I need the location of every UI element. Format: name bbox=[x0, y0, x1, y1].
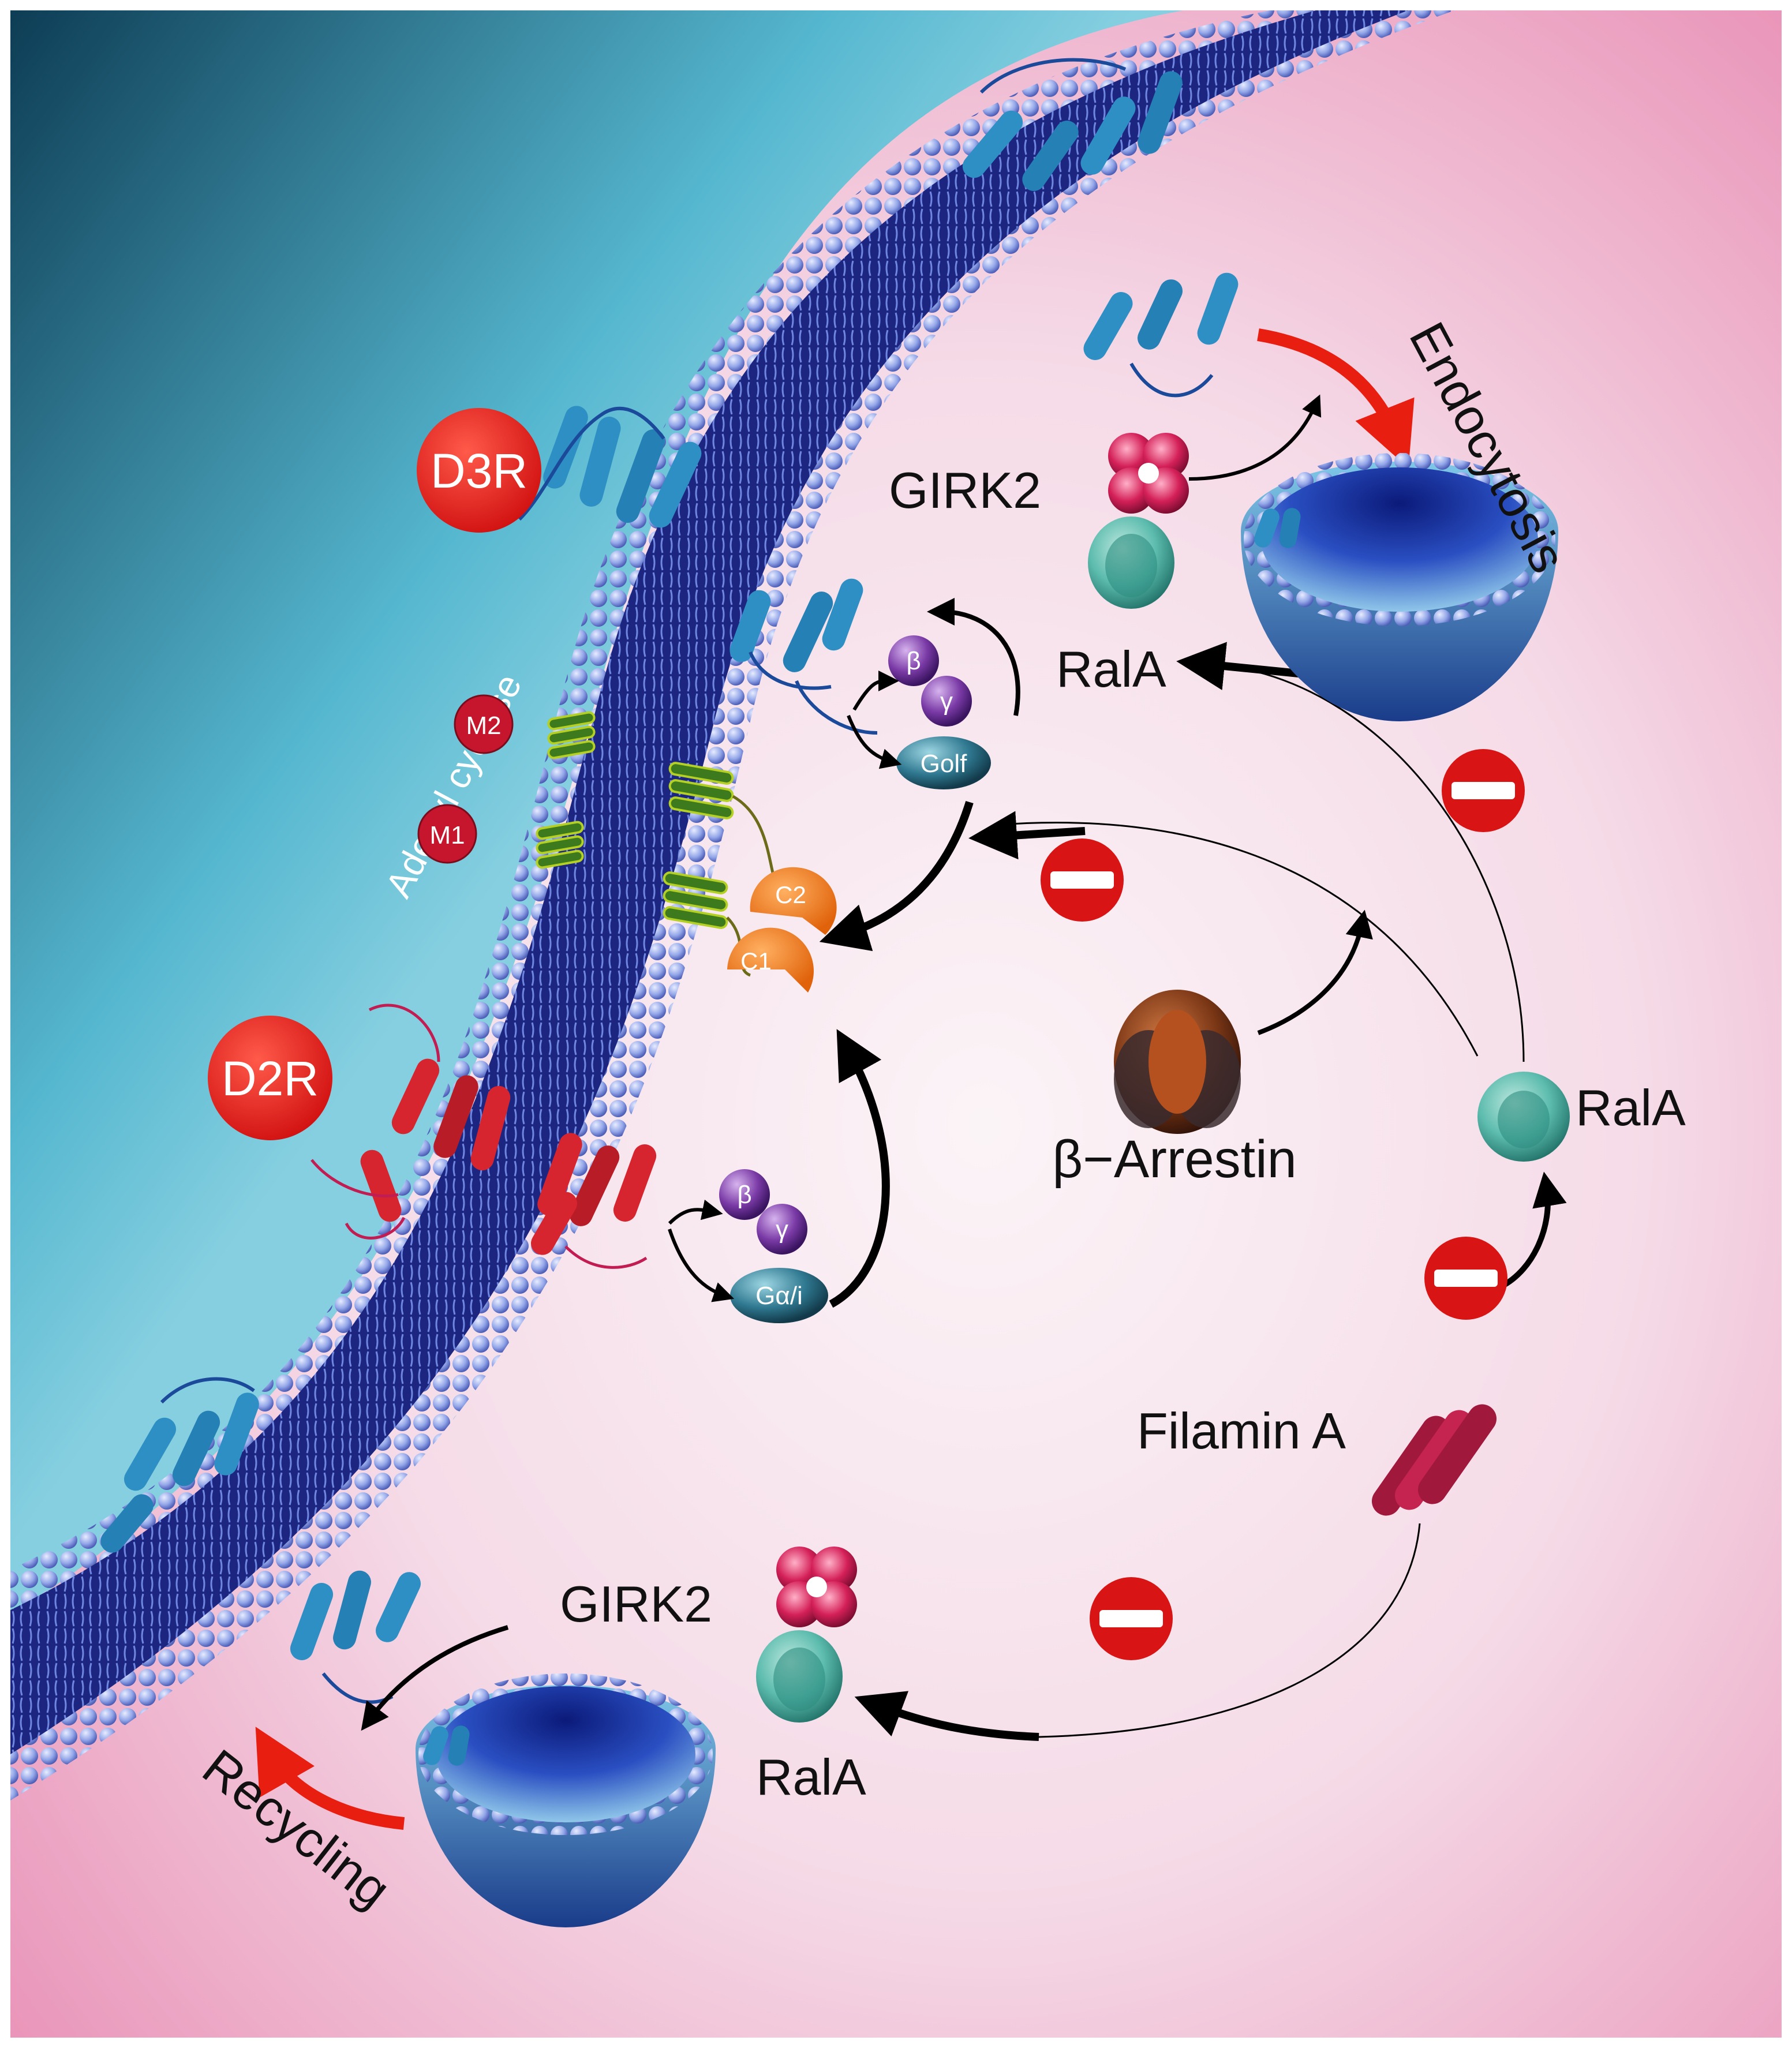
vesicle-icon bbox=[1241, 453, 1558, 721]
girk2-bottom-label: GIRK2 bbox=[560, 1575, 712, 1633]
d2r-label: D2R bbox=[222, 1051, 319, 1106]
vesicle-icon bbox=[416, 1673, 716, 1927]
golf-ellipse bbox=[896, 736, 991, 789]
gprotein-golf-group: β γ Golf bbox=[847, 635, 991, 789]
d2r-badge: D2R bbox=[208, 1016, 332, 1140]
galpha-ellipse bbox=[730, 1268, 828, 1323]
extracellular-background bbox=[10, 10, 1183, 1616]
beta-arrestin-icon bbox=[1114, 990, 1241, 1134]
beta-arrestin-label: β−Arrestin bbox=[1052, 1130, 1297, 1189]
d3r-label: D3R bbox=[431, 444, 528, 498]
rala-protein-icon bbox=[756, 1630, 843, 1723]
golf-label: Golf bbox=[921, 750, 967, 778]
beta-bottom-label: β bbox=[737, 1181, 751, 1209]
m1-label: M1 bbox=[429, 821, 465, 849]
m1-badge: M1 bbox=[417, 804, 477, 864]
gamma-bottom-label: γ bbox=[776, 1215, 788, 1244]
d3r-badge: D3R bbox=[417, 408, 541, 533]
rala-protein-icon bbox=[1477, 1072, 1570, 1162]
rala-bottom-label: RalA bbox=[756, 1749, 866, 1806]
gprotein-galpha-group: β γ Gα/i bbox=[668, 1169, 828, 1323]
inhibition-icon bbox=[1442, 749, 1525, 832]
m2-badge: M2 bbox=[454, 694, 514, 754]
girk2-channel-icon bbox=[776, 1547, 857, 1627]
filamin-a-label: Filamin A bbox=[1137, 1402, 1346, 1459]
galpha-label: Gα/i bbox=[755, 1282, 803, 1310]
m2-label: M2 bbox=[466, 712, 501, 740]
gamma-top-label: γ bbox=[940, 687, 953, 716]
filamin-a-icon bbox=[1371, 1404, 1497, 1516]
inhibition-icon bbox=[1090, 1577, 1173, 1660]
adenylyl-cyclase-icon bbox=[536, 711, 780, 977]
gamma-top-ball bbox=[921, 676, 972, 727]
c2-label: C2 bbox=[775, 881, 806, 908]
beta-top-label: β bbox=[906, 647, 921, 675]
rala-top-label: RalA bbox=[1056, 641, 1166, 698]
membrane-receptor-bottom-icon bbox=[100, 1377, 421, 1704]
c1-domain: C1 bbox=[727, 927, 814, 993]
plasma-membrane bbox=[10, 10, 1454, 1800]
inhibition-icon bbox=[1041, 838, 1124, 922]
endocytosis-arrow bbox=[1257, 328, 1415, 469]
gamma-bottom-ball bbox=[757, 1204, 807, 1255]
recycling-arrow bbox=[255, 1727, 405, 1830]
d3-receptor-icon bbox=[518, 406, 878, 735]
c1-label: C1 bbox=[740, 948, 772, 975]
rala-right-label: RalA bbox=[1576, 1079, 1686, 1136]
beta-top-ball bbox=[888, 635, 939, 686]
girk2-channel-icon bbox=[1108, 433, 1189, 514]
rala-protein-icon bbox=[1088, 516, 1174, 609]
inhibition-icon bbox=[1424, 1237, 1507, 1320]
d2-receptor-icon bbox=[310, 1004, 657, 1269]
membrane-receptor-top-icon bbox=[962, 58, 1239, 398]
beta-bottom-ball bbox=[719, 1169, 770, 1220]
c2-domain: C2 bbox=[750, 867, 837, 935]
girk2-top-label: GIRK2 bbox=[889, 462, 1041, 519]
